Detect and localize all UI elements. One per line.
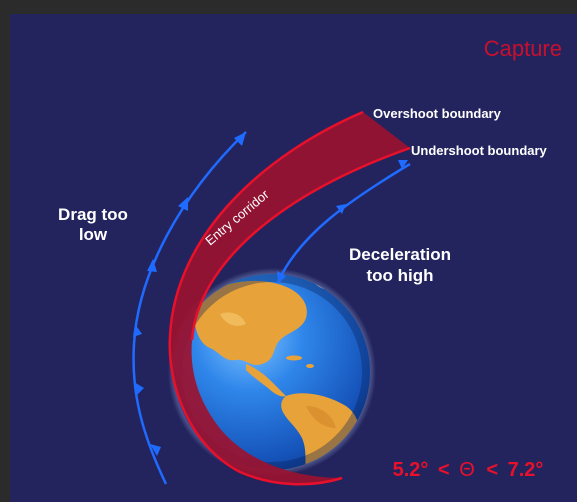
drag-too-low-label-line1: Drag too: [58, 205, 128, 224]
decel-trajectory-arrowheads: [277, 160, 408, 284]
formula-theta-symbol: Θ: [459, 459, 475, 481]
south-america-landmass: [281, 393, 359, 470]
drag-trajectory-arrowheads: [133, 132, 246, 456]
formula-less-than-1: <: [438, 459, 450, 481]
undershoot-boundary-line: [190, 146, 411, 341]
formula-low-bound: 5.2°: [393, 459, 429, 481]
undershoot-boundary-label: Undershoot boundary: [411, 143, 548, 158]
entry-angle-formula: 5.2° < Θ < 7.2°: [393, 459, 544, 481]
deceleration-label-line2: too high: [366, 266, 433, 285]
diagram-canvas: Capture: [10, 14, 577, 502]
overshoot-boundary-line: [168, 110, 364, 486]
drag-too-low-label-line2: low: [79, 225, 108, 244]
north-america-landmass: [193, 280, 307, 365]
central-america-landmass: [246, 364, 286, 397]
deceleration-too-high-trajectory: [276, 162, 411, 283]
drag-too-low-trajectory: [132, 131, 247, 485]
diagram-title: Capture: [484, 36, 562, 61]
formula-high-bound: 7.2°: [508, 459, 544, 481]
formula-less-than-2: <: [486, 459, 498, 481]
overshoot-boundary-label: Overshoot boundary: [373, 106, 502, 121]
earth-globe: [168, 268, 376, 476]
deceleration-label-line1: Deceleration: [349, 245, 451, 264]
